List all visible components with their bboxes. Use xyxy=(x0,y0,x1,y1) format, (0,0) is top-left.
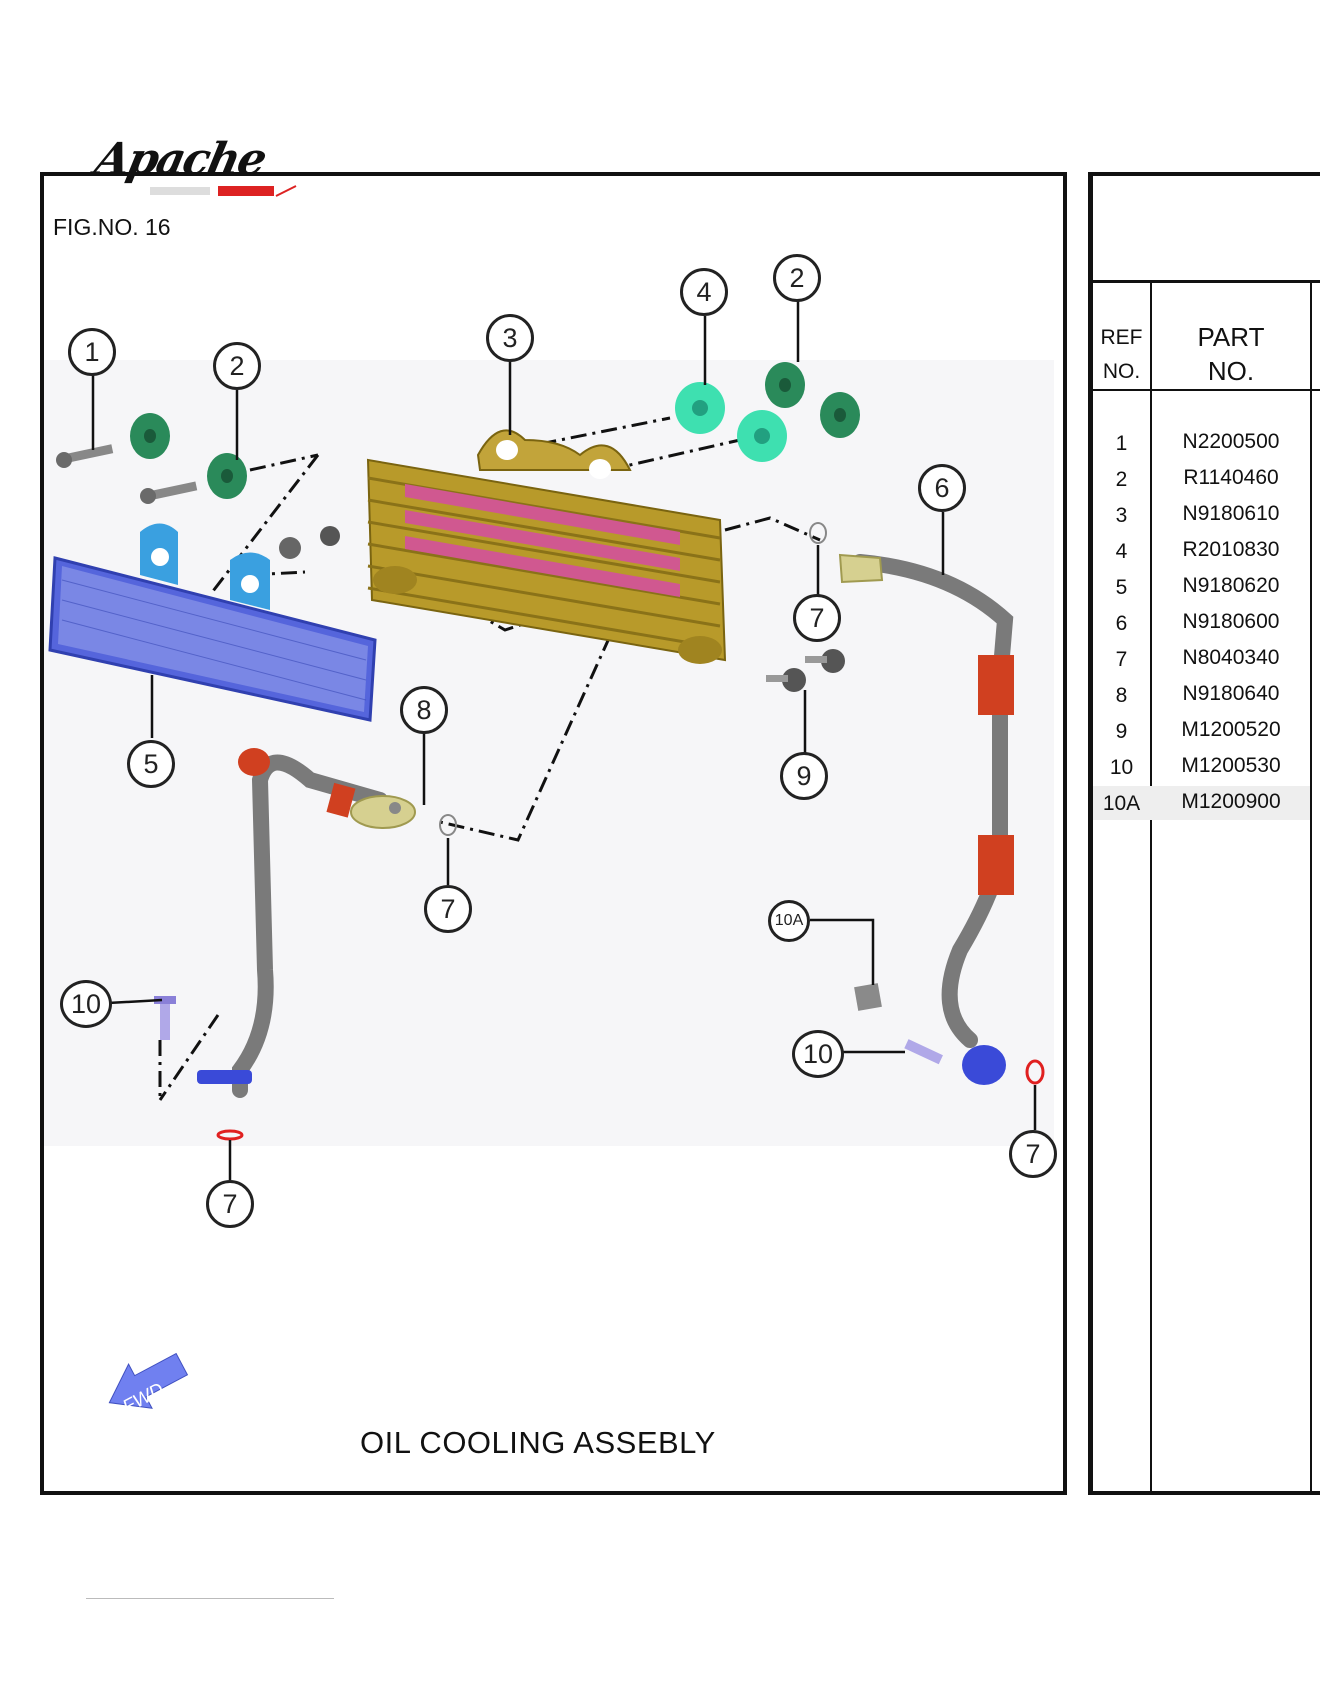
callout-5: 5 xyxy=(127,740,175,788)
figure-number: FIG.NO. 16 xyxy=(53,214,177,241)
ref-cell: 10A xyxy=(1102,792,1141,815)
callout-7-mid: 7 xyxy=(424,885,472,933)
part-cell: N9180620 xyxy=(1182,574,1280,597)
callout-2: 2 xyxy=(213,342,261,390)
part-header-line2: NO. xyxy=(1207,356,1255,386)
callout-1: 1 xyxy=(68,328,116,376)
table-header-top-rule xyxy=(1088,280,1320,283)
fwd-arrow xyxy=(108,1352,189,1409)
callout-10-right: 10 xyxy=(792,1030,844,1078)
part-cell: M1200530 xyxy=(1181,754,1281,777)
part-bolt-1 xyxy=(56,444,198,504)
diagram-frame xyxy=(40,172,1067,1495)
callout-6: 6 xyxy=(918,464,966,512)
ref-cell: 7 xyxy=(1115,648,1128,671)
diagram-title: OIL COOLING ASSEBLY xyxy=(360,1425,716,1460)
table-column-divider-2 xyxy=(1310,282,1312,1494)
callout-4: 4 xyxy=(680,268,728,316)
table-column-divider xyxy=(1150,282,1152,1494)
ref-cell: 10 xyxy=(1109,756,1134,779)
callout-2-right: 2 xyxy=(773,254,821,302)
part-header-line1: PART xyxy=(1197,322,1265,352)
part-grille-5 xyxy=(48,523,377,722)
ref-header-line1: REF xyxy=(1100,326,1143,349)
part-cell: M1200520 xyxy=(1181,718,1281,741)
ref-cell: 9 xyxy=(1115,720,1128,743)
callout-8: 8 xyxy=(400,686,448,734)
part-cell: N9180600 xyxy=(1182,610,1280,633)
ref-cell: 8 xyxy=(1115,684,1128,707)
callout-9: 9 xyxy=(780,752,828,800)
next-page-logo-edge xyxy=(86,1598,334,1605)
part-cell: N9180610 xyxy=(1182,502,1280,525)
parts-table xyxy=(1088,172,1320,1495)
part-cell: N9180640 xyxy=(1182,682,1280,705)
part-cell: M1200900 xyxy=(1181,790,1281,813)
logo-sub-graphic xyxy=(150,185,297,197)
ref-cell: 3 xyxy=(1115,504,1128,527)
ref-cell: 6 xyxy=(1115,612,1128,635)
part-oil-cooler-3 xyxy=(366,429,727,664)
ref-cell: 1 xyxy=(1115,432,1128,455)
apache-logo: Apache xyxy=(86,134,336,206)
callout-3: 3 xyxy=(486,314,534,362)
callout-7-bottom-left: 7 xyxy=(206,1180,254,1228)
ref-cell: 5 xyxy=(1115,576,1128,599)
part-cell: R1140460 xyxy=(1183,466,1279,489)
callout-10a: 10A xyxy=(768,900,810,942)
part-pipe-6 xyxy=(838,553,1014,1085)
ref-cell: 2 xyxy=(1115,468,1128,491)
table-header-bottom-rule xyxy=(1088,389,1320,391)
callout-10-left: 10 xyxy=(60,980,112,1028)
ref-header-line2: NO. xyxy=(1102,360,1141,383)
ref-cell: 4 xyxy=(1115,540,1128,563)
part-pipe-8 xyxy=(197,748,416,1098)
part-cell: R2010830 xyxy=(1182,538,1280,561)
callout-7-bottom-right: 7 xyxy=(1009,1130,1057,1178)
part-cell: N2200500 xyxy=(1182,430,1280,453)
callout-7-top: 7 xyxy=(793,594,841,642)
row-highlight-10a xyxy=(1093,786,1310,820)
part-cell: N8040340 xyxy=(1182,646,1280,669)
